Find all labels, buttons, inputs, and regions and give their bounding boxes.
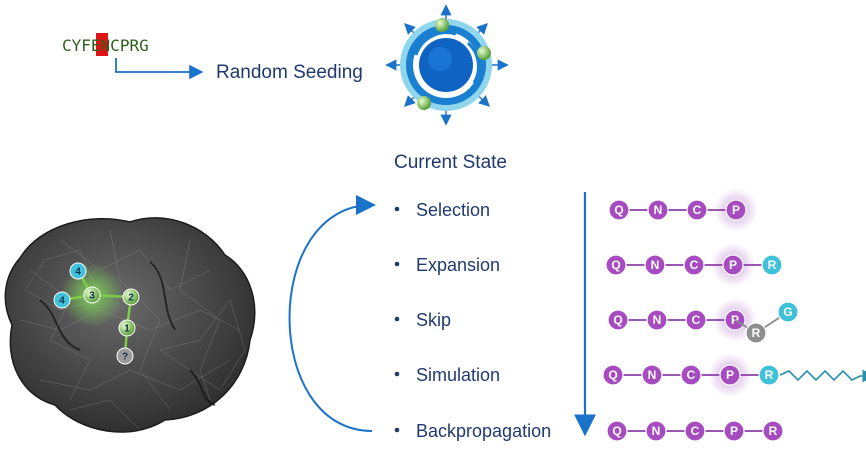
mutation-highlight <box>96 33 108 56</box>
step-label: Backpropagation <box>416 421 551 441</box>
mcts-steps: SelectionQNCPExpansionQNCPRSkipQNCPRGSim… <box>394 188 866 442</box>
seeding-arrow <box>115 58 204 80</box>
residue-node: N <box>644 254 666 276</box>
svg-text:4: 4 <box>59 296 65 307</box>
current-state-title: Current State <box>394 152 507 173</box>
step-backpropagation: Backpropagation Q N C P R <box>394 420 784 442</box>
svg-text:4: 4 <box>75 267 81 278</box>
svg-text:P: P <box>729 258 737 272</box>
residue-node: G <box>777 301 799 323</box>
svg-text:2: 2 <box>128 293 134 304</box>
binding-atom: 4 <box>69 262 87 280</box>
svg-text:C: C <box>687 368 696 382</box>
svg-text:C: C <box>690 258 699 272</box>
svg-text:P: P <box>726 368 734 382</box>
step-label: Selection <box>416 200 490 220</box>
svg-text:R: R <box>769 424 778 438</box>
svg-text:N: N <box>653 313 662 327</box>
residue-node: P <box>723 420 745 442</box>
residue-node: P <box>722 254 744 276</box>
residue-node: Q <box>606 420 628 442</box>
residue-node: Q <box>608 199 630 221</box>
skipped-residue-node: R <box>745 322 767 344</box>
svg-text:C: C <box>691 424 700 438</box>
residue-node: R <box>762 420 784 442</box>
svg-text:N: N <box>652 424 661 438</box>
residue-node: C <box>683 254 705 276</box>
svg-text:Q: Q <box>614 203 623 217</box>
svg-text:G: G <box>783 305 792 319</box>
svg-text:Q: Q <box>612 424 621 438</box>
bullet-icon <box>394 206 400 212</box>
residue-node: N <box>646 309 668 331</box>
peptide-chain: QNCPRG <box>607 298 799 344</box>
binding-atom: 4 <box>53 291 71 309</box>
residue-node: R <box>758 364 780 386</box>
residue-node: P <box>725 199 747 221</box>
seeding-molecule-icon <box>385 4 509 126</box>
step-label: Skip <box>416 310 451 330</box>
residue-node: C <box>686 199 708 221</box>
protein-surface: 4 4 3 2 1? <box>4 217 256 433</box>
residue-node: C <box>684 420 706 442</box>
peptide-sequence: CYFENCPRG <box>62 33 149 56</box>
residue-node: N <box>647 199 669 221</box>
svg-text:N: N <box>648 368 657 382</box>
residue-node: N <box>645 420 667 442</box>
bullet-icon <box>394 427 400 433</box>
loop-arrow <box>288 195 376 432</box>
svg-text:N: N <box>654 203 663 217</box>
residue-node: P <box>719 364 741 386</box>
step-skip: SkipQNCPRG <box>394 298 799 344</box>
step-expansion: Expansion Q N C P R <box>394 243 783 287</box>
svg-text:R: R <box>752 326 761 340</box>
svg-text:Q: Q <box>613 313 622 327</box>
step-label: Simulation <box>416 365 500 385</box>
residue-node: Q <box>605 254 627 276</box>
rollout-arrow <box>779 369 866 383</box>
binding-atom: 2 <box>122 288 140 306</box>
svg-text:Q: Q <box>611 258 620 272</box>
bullet-icon <box>394 261 400 267</box>
svg-text:3: 3 <box>89 291 95 302</box>
svg-text:1: 1 <box>124 324 130 335</box>
bullet-icon <box>394 316 400 322</box>
binding-atom: 1 <box>118 319 136 337</box>
step-simulation: Simulation Q N C P R <box>394 353 866 397</box>
svg-text:R: R <box>768 258 777 272</box>
svg-text:C: C <box>692 313 701 327</box>
svg-text:Q: Q <box>608 368 617 382</box>
binding-atom: 3 <box>83 286 101 304</box>
svg-text:C: C <box>693 203 702 217</box>
residue-node: R <box>761 254 783 276</box>
svg-text:?: ? <box>122 352 128 363</box>
binding-atom: ? <box>116 347 134 365</box>
residue-node: Q <box>602 364 624 386</box>
residue-node: N <box>641 364 663 386</box>
step-label: Expansion <box>416 255 500 275</box>
svg-text:R: R <box>765 368 774 382</box>
svg-text:P: P <box>730 424 738 438</box>
random-seeding-label: Random Seeding <box>216 62 363 83</box>
sequence-text: CYFENCPRG <box>62 36 149 55</box>
residue-node: C <box>685 309 707 331</box>
residue-node: C <box>680 364 702 386</box>
residue-node: Q <box>607 309 629 331</box>
svg-text:P: P <box>732 203 740 217</box>
step-selection: Selection Q N C P <box>394 188 758 232</box>
svg-text:N: N <box>651 258 660 272</box>
bullet-icon <box>394 371 400 377</box>
